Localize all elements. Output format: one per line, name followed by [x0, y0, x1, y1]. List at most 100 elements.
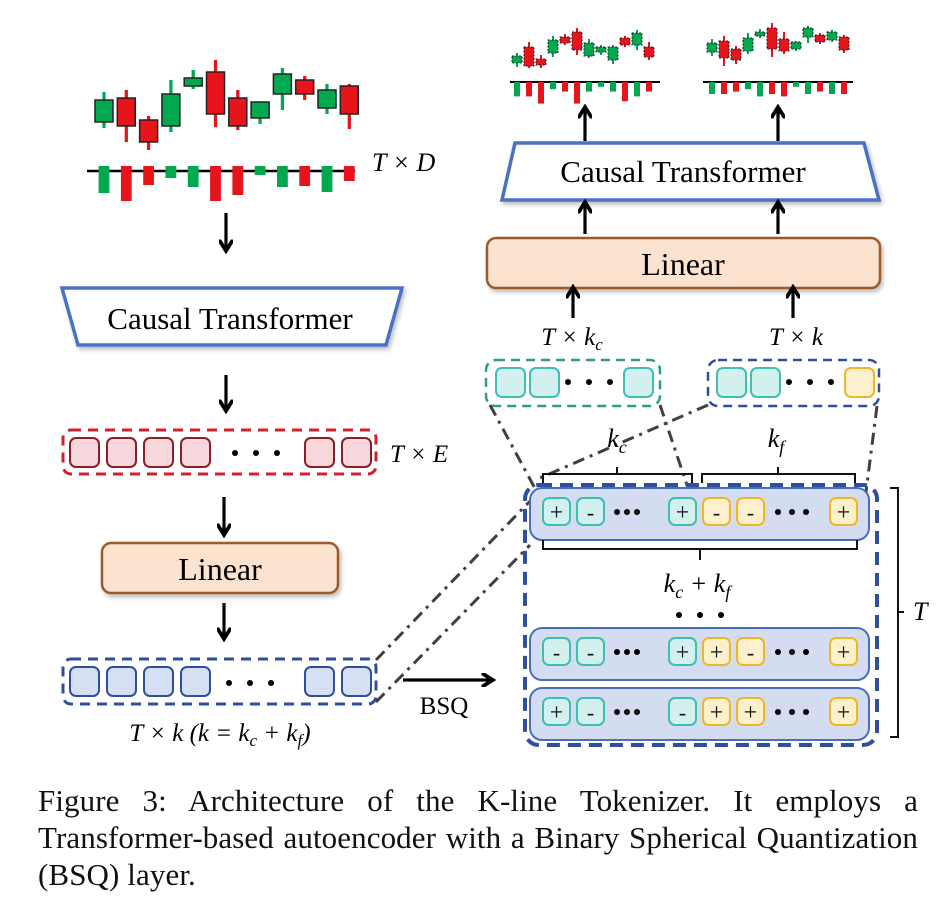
ellipsis-dot — [624, 709, 630, 715]
candle-body — [535, 58, 547, 66]
volume-bar — [550, 82, 556, 90]
bsq-row-background — [529, 627, 870, 681]
candle-body — [250, 101, 270, 119]
candle-body — [183, 77, 203, 87]
latent-token — [106, 666, 137, 697]
ellipsis-dot — [803, 709, 809, 715]
volume-bar — [769, 82, 775, 94]
embedding-token — [304, 437, 335, 468]
connector-lines — [374, 403, 879, 704]
candle-body — [631, 32, 643, 46]
ellipsis-dot — [775, 649, 781, 655]
volume-bar — [733, 82, 739, 92]
embedding-token — [180, 437, 211, 468]
row-ellipsis — [676, 612, 724, 618]
volume-bar — [210, 166, 221, 201]
candle-body — [559, 36, 571, 44]
candle-body — [706, 42, 718, 53]
input-candles — [94, 60, 360, 201]
volume-bar — [757, 82, 763, 97]
plus-icon: + — [837, 500, 851, 526]
latent-dim-label: T × k (k = kc + kf) — [129, 720, 310, 750]
volume-bar — [321, 166, 333, 192]
volume-bar — [343, 166, 355, 181]
decoder-label: Causal Transformer — [560, 154, 806, 189]
ellipsis-dot — [789, 509, 795, 515]
ellipsis-dot — [789, 649, 795, 655]
candle-body — [317, 89, 337, 109]
sum-label: kc + kf — [664, 569, 734, 602]
volume-bar — [143, 166, 154, 185]
architecture-diagram: T × D Causal Transformer T × E Linear T … — [59, 23, 929, 750]
volume-bar — [120, 166, 132, 201]
volume-bar — [745, 82, 751, 90]
fine-bit — [829, 497, 858, 526]
candle-body — [730, 48, 742, 61]
figure-caption: Figure 3: Architecture of the K-line Tok… — [38, 783, 918, 892]
volume-bar — [277, 166, 288, 187]
volume-bar — [586, 82, 592, 92]
coarse-subtoken — [623, 367, 654, 398]
volume-bar — [232, 166, 244, 195]
candle-body — [826, 31, 838, 41]
latent-token — [304, 666, 335, 697]
coarse-bit — [542, 697, 571, 726]
volume-bar — [598, 82, 604, 87]
ellipsis-dot — [803, 509, 809, 515]
encoder-linear-block: Linear — [100, 541, 340, 595]
bsq-row-background — [529, 687, 870, 741]
ellipsis — [786, 379, 834, 385]
embedding-sequence — [61, 428, 378, 476]
volume-bar — [829, 82, 835, 94]
candle-body — [802, 27, 814, 38]
candle-body — [571, 31, 583, 51]
fine-subtoken — [844, 367, 875, 398]
candle-body — [583, 42, 595, 57]
fine-bit — [829, 637, 858, 666]
coarse-subtoken — [495, 367, 526, 398]
bsq-row-background — [529, 487, 870, 541]
volume-bar — [841, 82, 847, 94]
fine-bit — [736, 497, 765, 526]
volume-bar — [538, 82, 544, 104]
volume-bar — [299, 166, 311, 186]
coarse-bit — [542, 637, 571, 666]
candle-body — [138, 119, 159, 143]
candle-body — [619, 37, 631, 46]
coarse-dim-label: T × kc — [541, 324, 603, 354]
linear-box — [100, 541, 340, 595]
candle-body — [742, 37, 754, 52]
bsq-tokens-box — [523, 483, 879, 747]
coarse-subtoken — [529, 367, 560, 398]
decoder-causal-transformer: Causal Transformer — [499, 141, 882, 202]
ellipsis-dot — [775, 509, 781, 515]
volume-bar — [817, 82, 823, 92]
candle-body — [294, 79, 315, 95]
full-dashed-box — [706, 358, 881, 408]
ellipsis — [232, 450, 280, 456]
latent-token — [143, 666, 174, 697]
candle-body — [547, 39, 559, 54]
candle-body — [607, 46, 619, 61]
encoder-label: Causal Transformer — [107, 301, 353, 336]
embedding-token — [69, 437, 100, 468]
minus-icon: - — [713, 500, 720, 525]
bsq-token-row: +-+--+ — [529, 487, 870, 541]
candle-body — [523, 46, 535, 67]
kf-brace — [701, 467, 856, 483]
minus-icon: - — [587, 700, 594, 725]
candle-body — [339, 85, 360, 115]
latent-dashed-box — [61, 657, 378, 706]
plus-icon: + — [676, 640, 690, 666]
minus-icon: - — [747, 640, 754, 665]
linear-box — [485, 236, 882, 290]
bsq-token-row: --++-+ — [529, 627, 870, 681]
coarse-dashed-box — [484, 358, 662, 408]
plus-icon: + — [676, 500, 690, 526]
volume-bar — [709, 82, 715, 94]
volume-bar — [98, 166, 110, 193]
ellipsis-dot — [803, 649, 809, 655]
volume-bar — [526, 82, 532, 97]
kc-label: kc — [607, 424, 627, 457]
minus-icon: - — [679, 700, 686, 725]
